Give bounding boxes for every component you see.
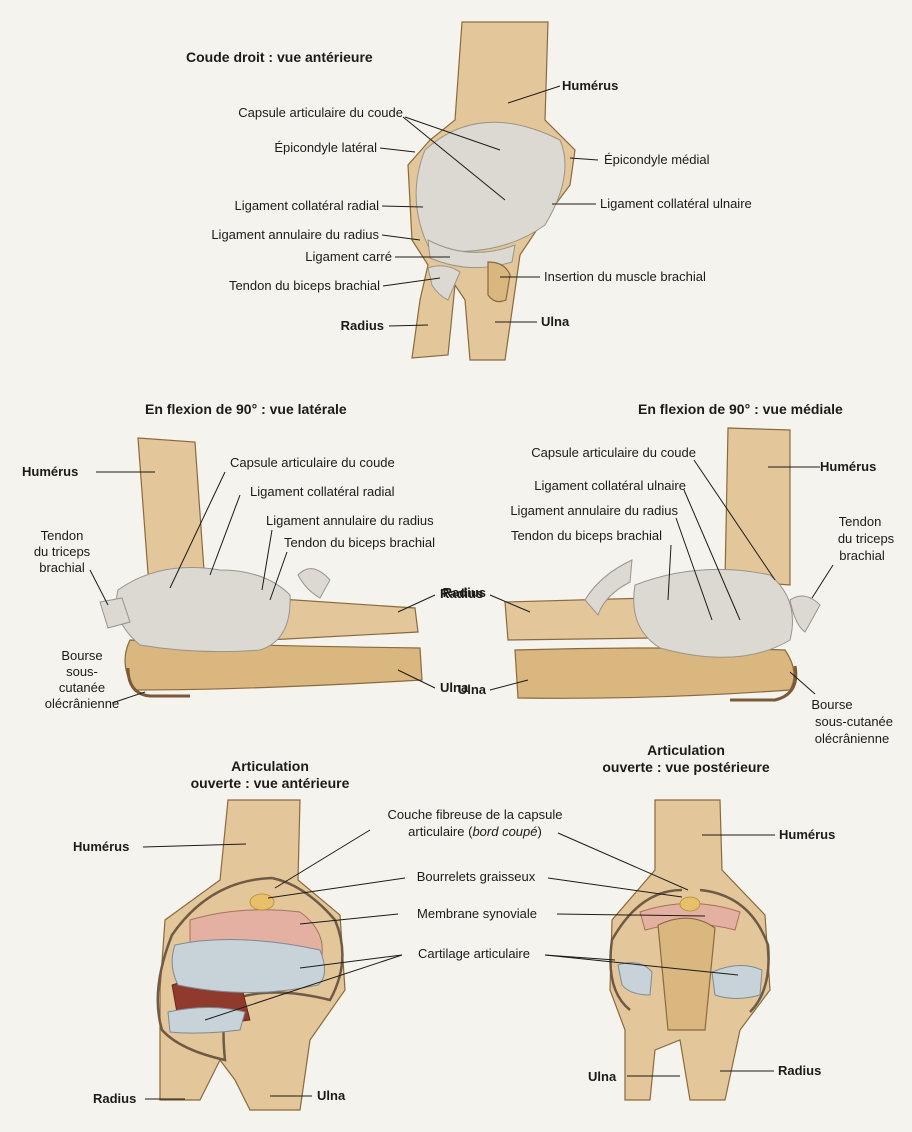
title-open-anterior-line1: Articulation [231,758,309,774]
lateral-view-drawing [99,437,423,698]
label-lateral-epicondyle: Épicondyle latéral [274,140,377,155]
label-lateral-bursa-4: olécrânienne [45,696,119,711]
label-articular-cartilage: Cartilage articulaire [418,946,530,961]
label-lateral-biceps-tendon: Tendon du biceps brachial [284,535,435,550]
label-open-humerus-right: Humérus [779,827,835,842]
title-anterior-view: Coude droit : vue antérieure [186,49,373,65]
label-medial-bursa-2: sous-cutanée [815,714,893,729]
label-synovial-membrane: Membrane synoviale [417,906,537,921]
label-lateral-triceps-2: du triceps [34,544,91,559]
label-quadrate-ligament: Ligament carré [305,249,392,264]
label-lateral-bursa-2: sous- [66,664,98,679]
label-medial-triceps-2: du triceps [838,531,895,546]
label-medial-triceps-1: Tendon [839,514,882,529]
label-lateral-annular: Ligament annulaire du radius [266,513,434,528]
label-fat-pads: Bourrelets graisseux [417,869,536,884]
label-lateral-bursa-1: Bourse [61,648,102,663]
title-lateral-view: En flexion de 90° : vue latérale [145,401,347,417]
label-lateral-radius: Radius [440,586,483,601]
brachialis-insertion-shape [487,261,511,303]
label-open-radius-left: Radius [93,1091,136,1106]
anterior-view-drawing [407,21,576,361]
label-open-ulna-left: Ulna [317,1088,346,1103]
label-brachialis-insertion: Insertion du muscle brachial [544,269,706,284]
label-lateral-ulna: Ulna [440,680,469,695]
label-lateral-capsule: Capsule articulaire du coude [230,455,395,470]
label-lateral-radial-collateral: Ligament collatéral radial [250,484,395,499]
label-medial-ulna: Ulna [458,682,487,697]
label-biceps-tendon: Tendon du biceps brachial [229,278,380,293]
open-posterior-drawing [609,799,771,1101]
label-ulna: Ulna [541,314,570,329]
title-open-posterior-line2: ouverte : vue postérieure [602,759,769,775]
label-radius: Radius [341,318,384,333]
label-ulnar-collateral-ligament: Ligament collatéral ulnaire [600,196,752,211]
label-medial-ulnar-collateral: Ligament collatéral ulnaire [534,478,686,493]
leader-lines [89,85,834,1100]
label-lateral-bursa-3: cutanée [59,680,105,695]
label-medial-radius: Radius [443,585,486,600]
label-capsule: Capsule articulaire du coude [238,105,403,120]
title-medial-view: En flexion de 90° : vue médiale [638,401,843,417]
label-medial-epicondyle: Épicondyle médial [604,152,710,167]
label-lateral-triceps-3: brachial [39,560,85,575]
label-open-humerus-left: Humérus [73,839,129,854]
label-medial-bursa-1: Bourse [811,697,852,712]
label-medial-triceps-3: brachial [839,548,885,563]
title-open-posterior-line1: Articulation [647,742,725,758]
biceps-tendon-shape [427,265,461,301]
label-annular-ligament: Ligament annulaire du radius [211,227,379,242]
label-medial-capsule: Capsule articulaire du coude [531,445,696,460]
label-lateral-humerus: Humérus [22,464,78,479]
label-radial-collateral-ligament: Ligament collatéral radial [234,198,379,213]
label-fibrous-layer-1: Couche fibreuse de la capsule [388,807,563,822]
medial-view-drawing [504,427,821,702]
label-open-radius-right: Radius [778,1063,821,1078]
title-open-anterior-line2: ouverte : vue antérieure [191,775,350,791]
label-medial-annular: Ligament annulaire du radius [510,503,678,518]
label-medial-biceps-tendon: Tendon du biceps brachial [511,528,662,543]
label-humerus: Humérus [562,78,618,93]
open-anterior-drawing [156,799,346,1111]
label-fibrous-layer-2: articulaire (bord coupé) [408,824,542,839]
label-medial-bursa-3: olécrânienne [815,731,889,746]
label-open-ulna-right: Ulna [588,1069,617,1084]
label-medial-humerus: Humérus [820,459,876,474]
label-lateral-triceps-1: Tendon [41,528,84,543]
